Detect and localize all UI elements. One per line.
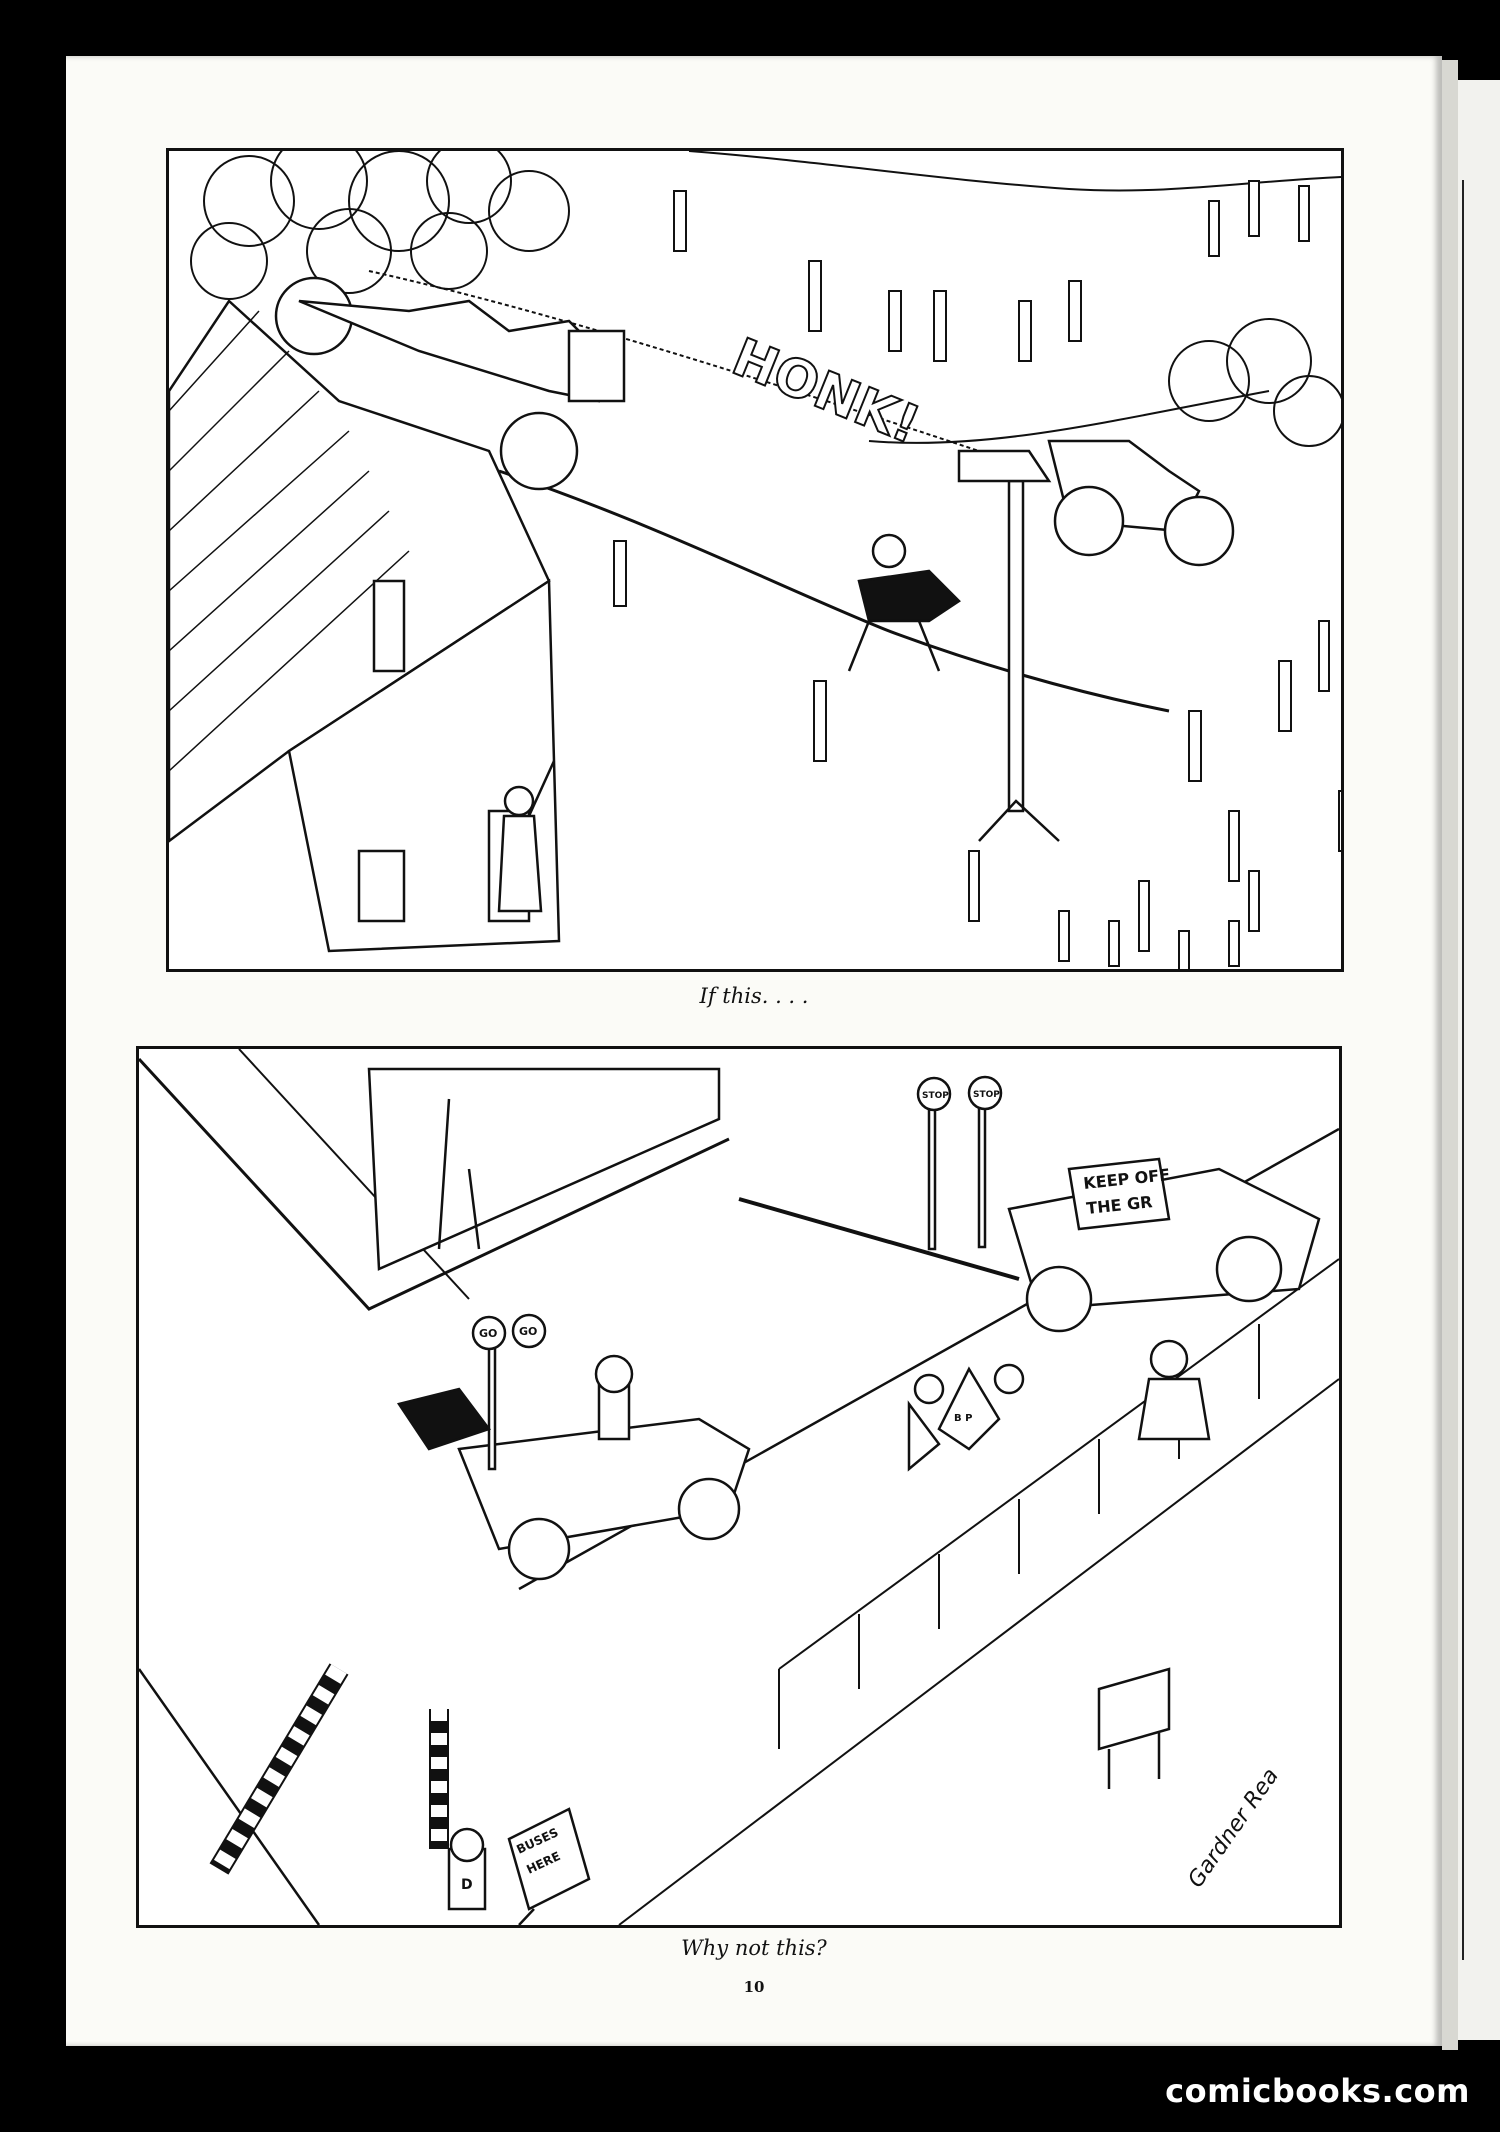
- caption-top: If this. . . .: [699, 984, 809, 1008]
- artist-signature: Gardner Rea: [1183, 1764, 1283, 1892]
- go-sign-left: GO: [479, 1327, 497, 1340]
- tree-stumps: [438, 180, 1341, 969]
- facing-page-edge: [1458, 80, 1500, 2040]
- comic-panel-top: HONK!: [166, 148, 1344, 972]
- stop-sign-right: STOP: [973, 1090, 1000, 1100]
- site-watermark: comicbooks.com: [1165, 2072, 1470, 2110]
- fire-hydrant: [447, 1827, 487, 1911]
- magazine-page: HONK! If this. . . .: [66, 56, 1442, 2046]
- buses-sign: [507, 1807, 591, 1925]
- facing-page-rule: [1462, 180, 1464, 1960]
- page-number: 10: [743, 1978, 765, 1996]
- fence: [778, 1258, 1339, 1749]
- woman-with-rolling-pin: [497, 760, 556, 913]
- striped-poles: [209, 1663, 449, 1875]
- cottage: [169, 299, 561, 953]
- can-label: B P: [954, 1413, 972, 1424]
- stop-sign-left: STOP: [922, 1091, 949, 1101]
- go-sign-right: GO: [519, 1325, 537, 1338]
- panel-bottom-illustration: STOP STOP KEEP OFF THE GR GO GO: [139, 1049, 1339, 1925]
- page-edge: [1442, 60, 1458, 2050]
- car-with-sign: [738, 1075, 1321, 1333]
- fleeing-man: [847, 533, 961, 672]
- car-with-go-signs: [396, 1313, 751, 1581]
- signpost: [957, 449, 1060, 842]
- crashed-car: [1047, 439, 1235, 567]
- caption-bottom: Why not this?: [681, 1936, 827, 1960]
- hydrant-label: D: [461, 1877, 473, 1893]
- blank-signboard: [1097, 1667, 1171, 1789]
- men-with-can: [907, 1339, 1211, 1472]
- building-corner: [367, 1067, 721, 1271]
- comic-panel-bottom: STOP STOP KEEP OFF THE GR GO GO: [136, 1046, 1342, 1928]
- motor-car: [274, 276, 626, 491]
- panel-top-illustration: HONK!: [169, 151, 1341, 969]
